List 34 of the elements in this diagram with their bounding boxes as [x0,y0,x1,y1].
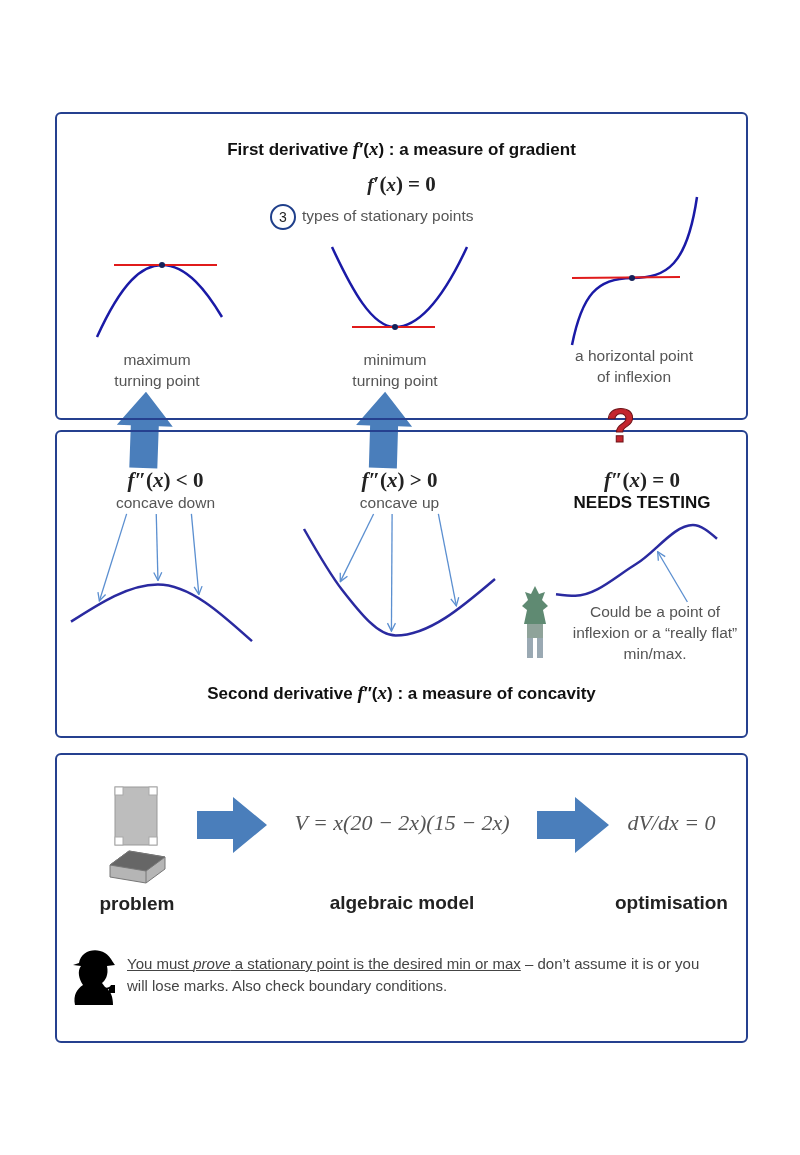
point-label: minimum turning point [351,350,439,391]
point-label: a horizontal point of inflexion [574,346,694,387]
condition-formula: f″(x) > 0 [360,468,439,493]
arrow [190,513,203,596]
concave-down-curve [69,580,254,645]
step-label: problem [98,893,176,915]
concavity-label: concave up [358,493,441,513]
caption-text: types of stationary points [302,206,474,226]
step-label: optimisation [614,892,729,914]
block-arrow [356,391,413,469]
arrow [339,513,375,583]
formula-text: dV/dx = 0 [626,810,717,836]
note-text: You must prove a stationary point is the desired min or max – don’t assume it is or you will lose marks. Also check boundary conditions. [127,954,701,996]
arrow [657,551,689,603]
warning-text: NEEDS TESTING [572,493,712,513]
condition-formula: f″(x) < 0 [126,468,205,493]
block-arrow [197,797,267,853]
panel-heading: First derivative f′(x) : a measure of gradient [226,138,577,160]
arrow [97,513,128,602]
arrow [437,513,460,607]
arrow [386,513,397,632]
formula-text: V = x(20 − 2x)(15 − 2x) [293,810,511,836]
concavity-label: concave down [114,493,217,513]
block-arrow [537,797,609,853]
formula-text: f′(x) = 0 [366,172,437,197]
block-arrow [116,391,173,469]
number-circle: 3 [270,204,296,230]
note-text: Could be a point of inflexion or a “really flat” min/max. [565,602,745,665]
panel-heading: Second derivative f″(x) : a measure of concavity [206,682,597,704]
step-label: algebraic model [328,892,476,914]
condition-formula: f″(x) = 0 [602,468,682,493]
arrow [153,513,163,582]
point-label: maximum turning point [113,350,201,391]
panel [55,753,748,1043]
